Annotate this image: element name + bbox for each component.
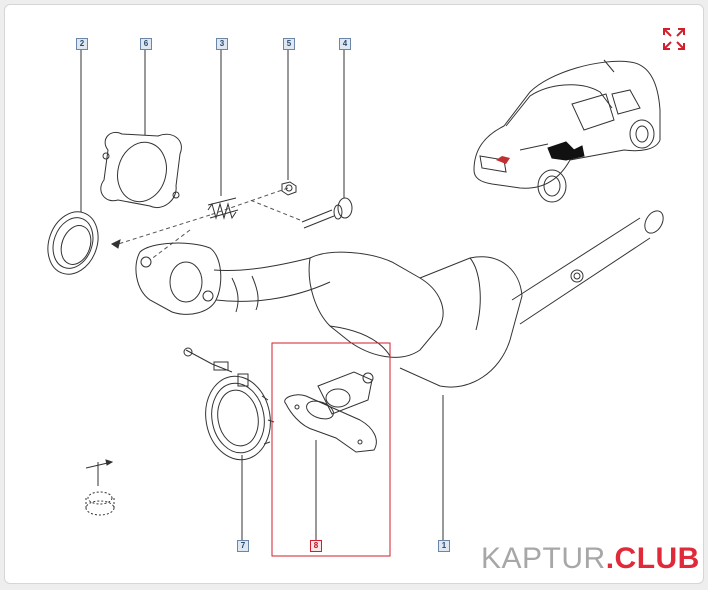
expand-arrows-icon[interactable]	[662, 27, 686, 51]
sensor-ring	[183, 347, 275, 461]
diagram-card	[4, 4, 704, 584]
callout-3[interactable]: 3	[216, 38, 228, 50]
spring	[207, 197, 239, 220]
callout-5[interactable]: 5	[283, 38, 295, 50]
site-watermark: KAPTUR.CLUB	[481, 542, 700, 576]
front-pipe	[135, 242, 331, 315]
highlight-box-part-8	[271, 342, 391, 557]
watermark-part2: .CLUB	[605, 542, 700, 575]
callout-2[interactable]: 2	[76, 38, 88, 50]
bracket	[284, 371, 377, 453]
callout-1[interactable]: 1	[438, 540, 450, 552]
callout-8[interactable]: 8	[310, 540, 322, 552]
car-illustration	[473, 59, 661, 203]
watermark-part1: KAPTUR	[481, 542, 606, 575]
catalytic-converter	[308, 210, 664, 388]
nut	[281, 181, 297, 196]
callout-6[interactable]: 6	[140, 38, 152, 50]
flange-gasket	[100, 132, 182, 208]
callout-7[interactable]: 7	[237, 540, 249, 552]
bolt	[301, 197, 353, 229]
callout-4[interactable]: 4	[339, 38, 351, 50]
car-highlight	[547, 141, 585, 161]
axis-symbol	[85, 459, 115, 516]
gasket-ring	[47, 211, 99, 275]
